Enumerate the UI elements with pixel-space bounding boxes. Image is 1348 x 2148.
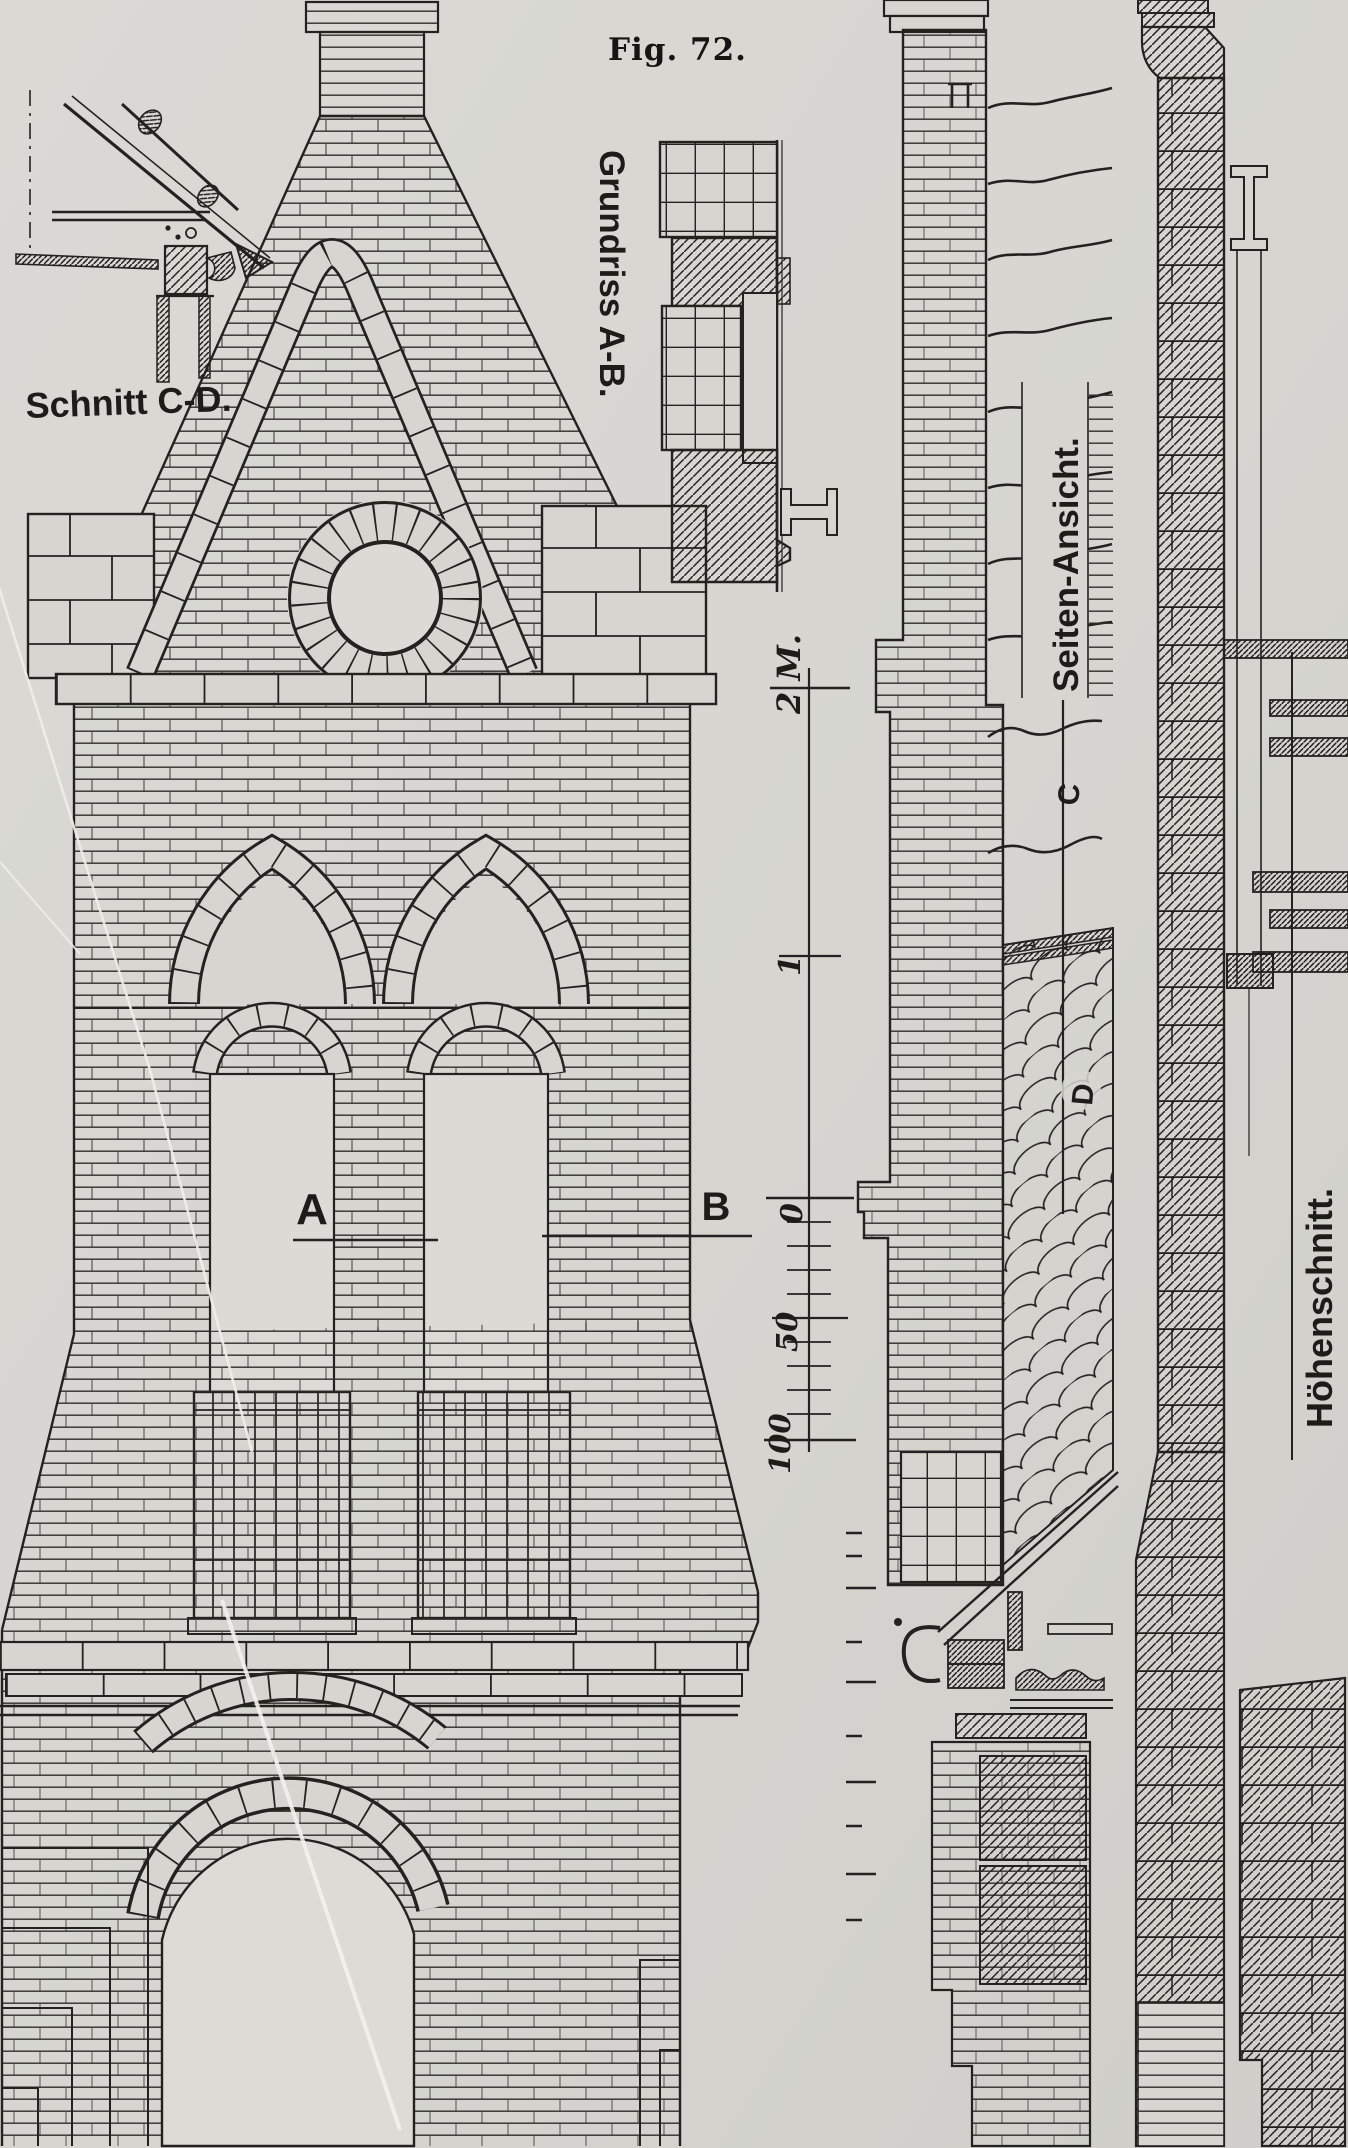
window-arch-left [168, 833, 376, 1394]
section-marker-a: A [296, 1185, 328, 1234]
oculus-window [287, 500, 483, 696]
label-band [1022, 382, 1088, 698]
plan-plain-pier [742, 292, 778, 464]
edge-tick-marks [846, 1531, 876, 1922]
side-lower-masonry [930, 1740, 1092, 2148]
scale-label-0: 0 [775, 1203, 810, 1224]
section-line-c-d: C D [1052, 700, 1101, 1214]
scale-label-2m: 2 M. [770, 634, 808, 715]
scale-label-50: 50 [770, 1312, 804, 1352]
section-footing-courses [1137, 2001, 1225, 2147]
side-louver-block [899, 1450, 1003, 1584]
slate-roof-field [1002, 926, 1114, 1568]
section-marker-d: D [1066, 1082, 1101, 1106]
hoehenschnitt-label: Höhenschnitt. [1299, 1188, 1340, 1428]
masonry-block-cut [163, 244, 209, 296]
seitenansicht-label: Seiten-Ansicht. [1047, 437, 1086, 692]
gable-shoulder-left [26, 512, 156, 680]
scale-label-100: 100 [763, 1413, 797, 1474]
section-ibeam [1230, 165, 1268, 251]
plan-brick-pier [660, 304, 743, 452]
section-marker-b: B [702, 1185, 731, 1229]
main-wall [72, 704, 692, 1334]
section-line-a-b: A B [293, 1185, 752, 1242]
grundriss-plan-view: Grundriss A-B. [592, 140, 838, 592]
side-view: Seiten-Ansicht. C D [856, 0, 1119, 2148]
footing-steps [2, 1847, 680, 2146]
section-lower-mass-right [1238, 1676, 1347, 2148]
break-squiggles [987, 719, 1103, 855]
ridge-clamp [948, 82, 972, 108]
schnitt-cd-detail-view: Schnitt C-D. [15, 90, 275, 426]
section-cap [1137, 0, 1226, 80]
scale-label-1: 1 [773, 955, 808, 976]
eaves-edge [937, 1471, 1119, 1646]
scale-bar: 2 M. 1 0 50 100 [763, 634, 876, 1922]
plan-ibeam-anchor [780, 488, 838, 536]
grundriss-label: Grundriss A-B. [592, 150, 631, 398]
portal-arch [126, 1670, 450, 2148]
wall-batter [0, 1319, 760, 1631]
plan-brick-block-top [658, 140, 779, 239]
gable-top-stack [304, 0, 440, 118]
anchor-rods [1236, 250, 1262, 986]
front-elevation-view: A B [0, 0, 760, 2148]
window-arch-right [382, 833, 590, 1394]
section-pillar [1156, 76, 1226, 1454]
hoehenschnitt-view: Höhenschnitt. [1134, 0, 1348, 2148]
schnitt-cd-label: Schnitt C-D. [25, 378, 232, 426]
plan-hatched-block-bottom [670, 448, 792, 584]
gable-base-cornice [54, 672, 718, 706]
figure-title: Fig. 72. [608, 32, 747, 68]
gutter-detail [894, 1591, 1113, 1739]
gable-pointed-band [126, 238, 538, 680]
section-marker-c: C [1052, 782, 1087, 806]
cornice-bands [1223, 639, 1348, 973]
scan-crease-lines [0, 586, 402, 2131]
